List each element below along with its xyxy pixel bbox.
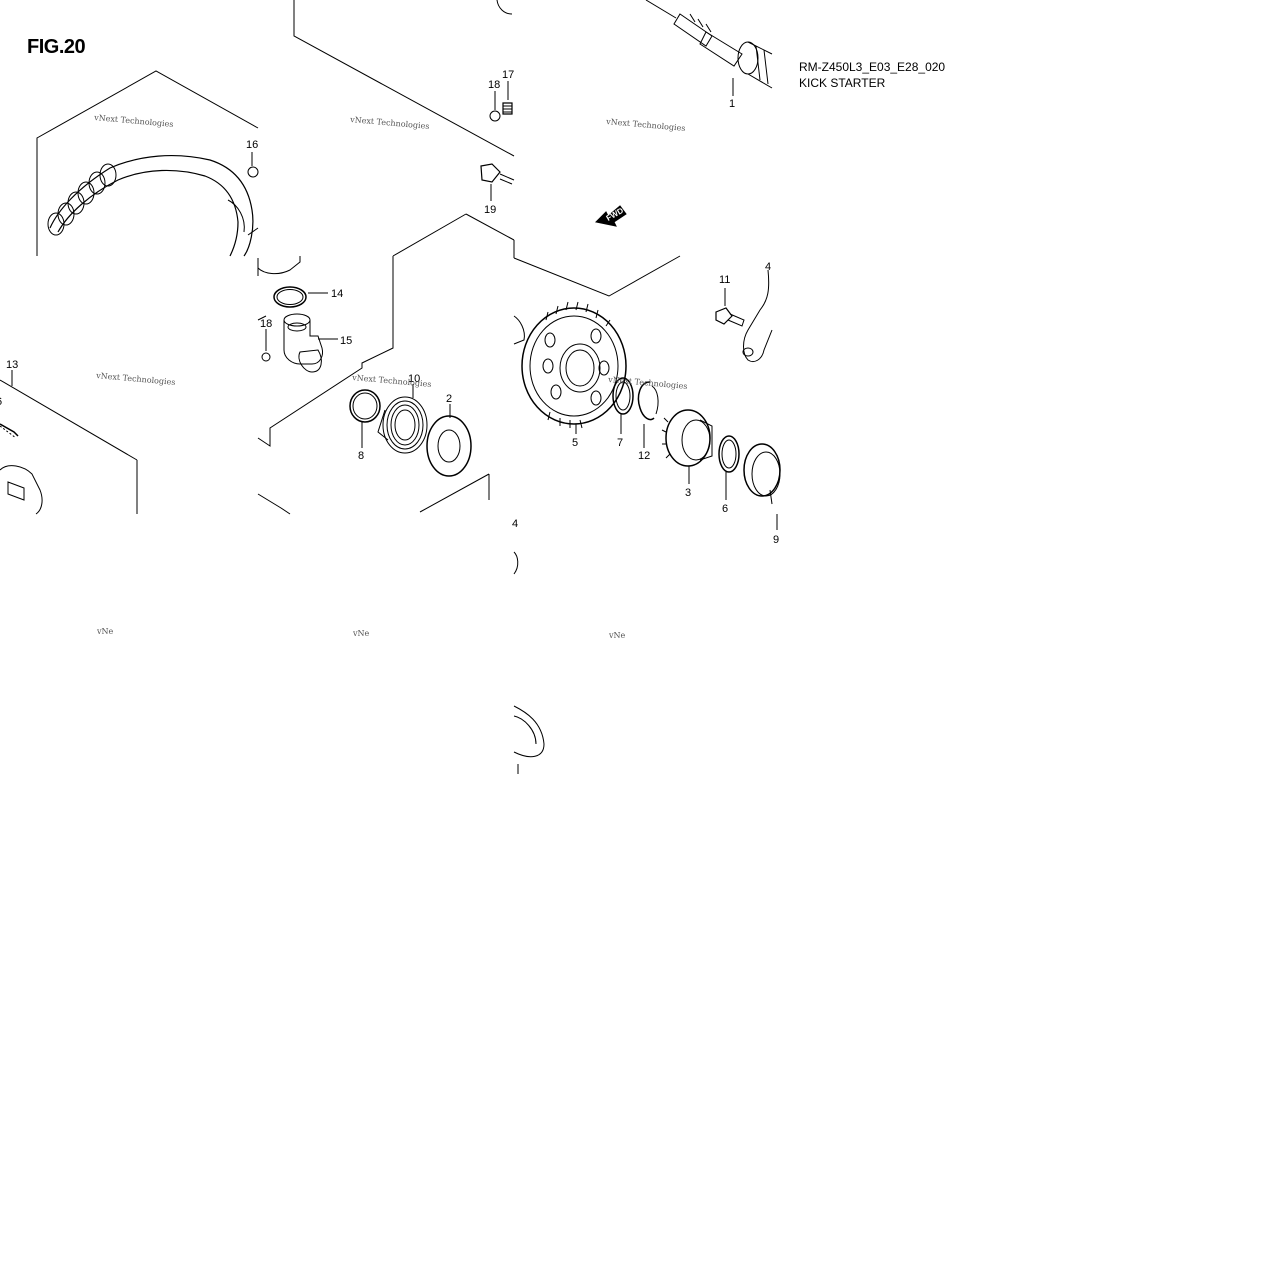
fwd-arrow [594, 205, 627, 227]
callout-13: 13 [6, 359, 18, 371]
callout-7: 7 [617, 437, 623, 449]
kick-ratchet [661, 409, 713, 467]
callout-4-partial: 4 [512, 518, 518, 530]
callout-15: 15 [340, 335, 352, 347]
callout-17: 17 [502, 69, 514, 81]
callout-12: 12 [638, 450, 650, 462]
watermark: vNext Technologies [95, 371, 176, 387]
callout-3: 3 [685, 487, 691, 499]
callout-4: 4 [765, 261, 771, 273]
watermark-fragment: vNe [352, 629, 370, 638]
diagram-section-name: KICK STARTER [799, 76, 886, 90]
callout-6: 6 [722, 503, 728, 515]
watermark-fragment: vNe [96, 627, 114, 636]
callout-2: 2 [446, 393, 452, 405]
watermark: vNext Technologies [93, 113, 174, 129]
callout-10: 10 [408, 373, 420, 385]
callout-11: 11 [719, 274, 730, 286]
tile-kick-boss [0, 370, 138, 515]
callout-16: 16 [246, 139, 258, 151]
callout-labels: 1 2 3 4 4 5 6 6 7 8 9 10 11 12 13 14 15 … [0, 69, 779, 546]
kick-driven-gear [521, 301, 627, 429]
tile-kick-lever [36, 70, 259, 257]
diagram-reference-code: RM-Z450L3_E03_E28_020 [799, 60, 946, 74]
callout-19: 19 [484, 204, 496, 216]
kick-shaft [645, 0, 773, 89]
callout-8: 8 [358, 450, 364, 462]
watermark-fragment: vNe [608, 631, 626, 640]
watermark: vNext Technologies [605, 117, 686, 133]
callout-1: 1 [729, 98, 735, 110]
watermark: vNext Technologies [349, 115, 430, 131]
callout-5: 5 [572, 437, 578, 449]
callout-14: 14 [331, 288, 343, 300]
return-spring [377, 396, 428, 454]
watermark: vNext Technologies [607, 375, 688, 391]
tile-kick-shaft-bolts [257, 0, 515, 515]
callout-9: 9 [773, 534, 779, 546]
callout-18: 18 [488, 79, 500, 91]
callout-18-second: 18 [260, 318, 272, 330]
callout-6-partial: 6 [0, 396, 2, 408]
tile-kick-gears [513, 0, 781, 530]
figure-title: FIG.20 [27, 36, 86, 58]
tile-lower-fragments [513, 551, 545, 774]
kick-lever-grip [47, 163, 117, 236]
